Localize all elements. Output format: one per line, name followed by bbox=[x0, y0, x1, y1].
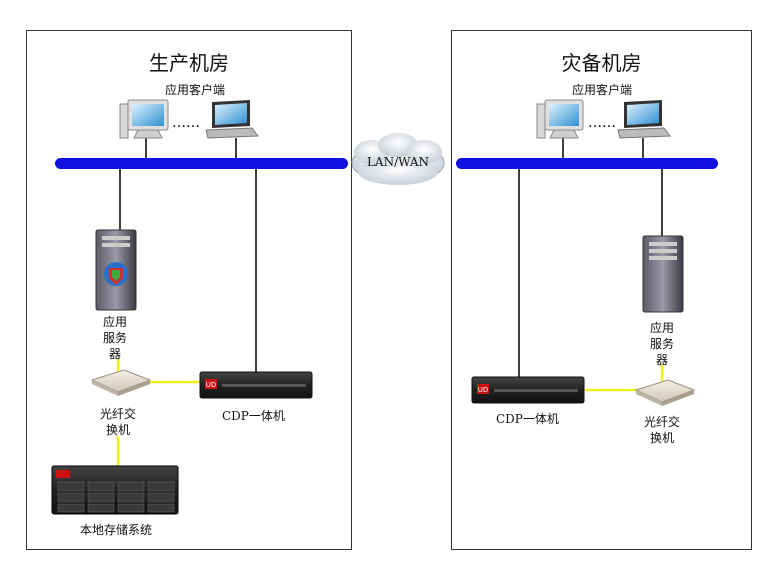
dr-room-title: 灾备机房 bbox=[561, 51, 642, 75]
lan-wan-label: LAN/WAN bbox=[367, 155, 429, 169]
production-cdp-label: CDP一体机 bbox=[222, 409, 285, 423]
production-lan-bus bbox=[55, 158, 348, 169]
production-switch-label: 光纤交换机 bbox=[99, 407, 136, 437]
dr-lan-bus bbox=[456, 158, 718, 169]
client-ellipsis: …… bbox=[172, 115, 200, 131]
dr-clients-label: 应用客户端 bbox=[572, 82, 632, 97]
local-storage-label: 本地存储系统 bbox=[80, 523, 153, 537]
production-server-label: 应用服务器 bbox=[102, 315, 127, 361]
dr-server-icon bbox=[642, 235, 684, 313]
lan-wan-cloud-icon bbox=[351, 133, 445, 185]
production-cdp-appliance-icon: UD bbox=[199, 371, 313, 399]
svg-text:UD: UD bbox=[478, 386, 489, 394]
production-fiber-switch-icon bbox=[90, 369, 152, 396]
dr-laptop-client-icon bbox=[617, 100, 671, 139]
local-storage-system-icon bbox=[51, 465, 179, 515]
dr-wiring bbox=[518, 138, 664, 392]
production-room-panel: 生产机房 bbox=[26, 30, 352, 550]
dr-client-ellipsis: …… bbox=[588, 115, 616, 131]
production-server-icon bbox=[95, 229, 137, 311]
dr-room-panel: 灾备机房 bbox=[451, 30, 752, 550]
desktop-client-icon bbox=[119, 99, 169, 139]
dr-switch-label: 光纤交换机 bbox=[643, 415, 680, 445]
dr-server-label: 应用服务器 bbox=[649, 321, 674, 367]
production-clients-label: 应用客户端 bbox=[165, 82, 225, 97]
dr-cdp-label: CDP一体机 bbox=[496, 412, 559, 426]
dr-cdp-appliance-icon: UD bbox=[471, 376, 585, 404]
dr-fiber-switch-icon bbox=[634, 379, 696, 406]
dr-desktop-client-icon bbox=[536, 99, 584, 139]
svg-text:UD: UD bbox=[206, 381, 217, 389]
laptop-client-icon bbox=[205, 100, 259, 139]
production-room-title: 生产机房 bbox=[149, 51, 229, 75]
